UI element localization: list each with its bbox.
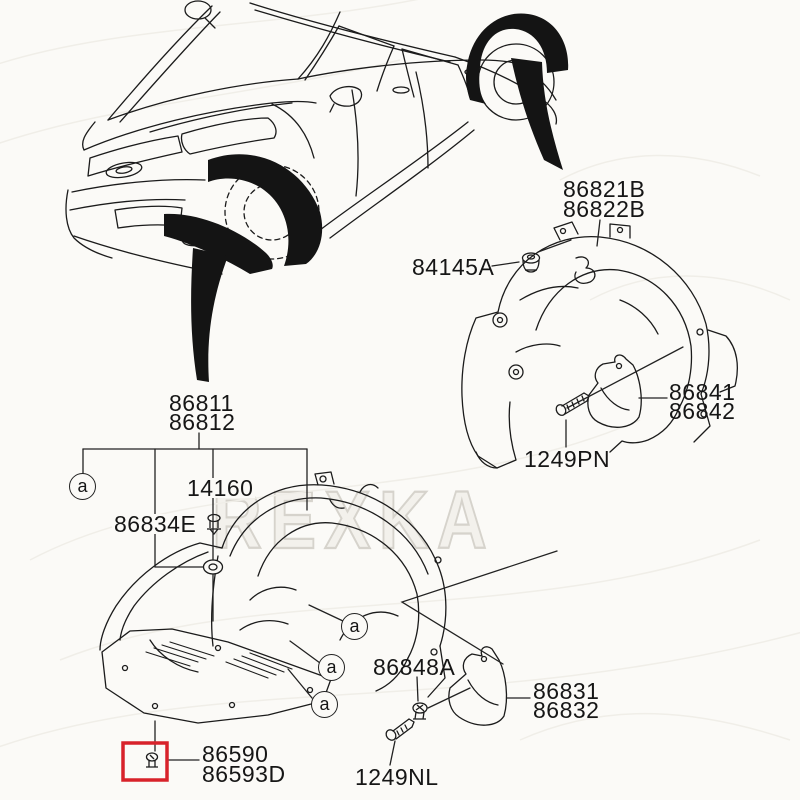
callout-a-3[interactable]: a [318, 654, 345, 681]
part-label-1249pn[interactable]: 1249PN [524, 446, 611, 472]
part-label-1249nl[interactable]: 1249NL [355, 764, 439, 790]
callout-a-1[interactable]: a [69, 473, 96, 500]
part-label-86841[interactable]: 86841 [669, 379, 736, 405]
highlight-box [121, 741, 169, 782]
callout-letter: a [349, 616, 360, 636]
part-label-86831[interactable]: 86831 [533, 678, 600, 704]
part-label-86822b[interactable]: 86822B [563, 196, 646, 222]
part-label-86590[interactable]: 86590 [202, 741, 269, 767]
part-label-86812[interactable]: 86812 [169, 409, 236, 435]
car-illustration [65, 0, 569, 382]
front-arch-highlight [208, 154, 323, 266]
part-label-86832[interactable]: 86832 [533, 697, 600, 723]
part-label-86848a[interactable]: 86848A [373, 654, 456, 680]
rear-arch-highlight [466, 13, 569, 104]
part-label-86834e[interactable]: 86834E [112, 511, 199, 537]
clip-86590-drawing [145, 752, 159, 768]
front-mud-guard-drawing [448, 646, 508, 726]
washer-86834e-drawing [202, 559, 224, 575]
background-texture [0, 0, 800, 748]
callout-a-4[interactable]: a [311, 691, 338, 718]
front-wheel-guard-drawing [99, 471, 447, 724]
part-label-84145a[interactable]: 84145A [412, 254, 495, 280]
rear-arrow [511, 58, 563, 170]
clip-86848a-drawing [412, 702, 428, 720]
watermark: REXKA [211, 475, 496, 566]
front-bumper-highlight [164, 213, 273, 274]
leader-lines [82, 219, 684, 766]
rear-wheel-guard-drawing [461, 221, 738, 469]
part-label-86821b[interactable]: 86821B [563, 176, 646, 202]
screw-1249nl-drawing [385, 718, 415, 741]
callout-a-2[interactable]: a [341, 613, 368, 640]
part-label-86842[interactable]: 86842 [669, 398, 736, 424]
part-label-86593d[interactable]: 86593D [202, 761, 286, 787]
rear-mud-guard-drawing [587, 354, 642, 428]
callout-letter: a [319, 694, 330, 714]
callout-letter: a [77, 476, 88, 496]
part-label-14160[interactable]: 14160 [185, 475, 256, 501]
pin-14160-drawing [207, 513, 221, 536]
callout-letter: a [326, 657, 337, 677]
grommet-84145a-drawing [521, 252, 541, 273]
part-label-86811[interactable]: 86811 [169, 390, 234, 416]
front-arrow [191, 248, 228, 382]
